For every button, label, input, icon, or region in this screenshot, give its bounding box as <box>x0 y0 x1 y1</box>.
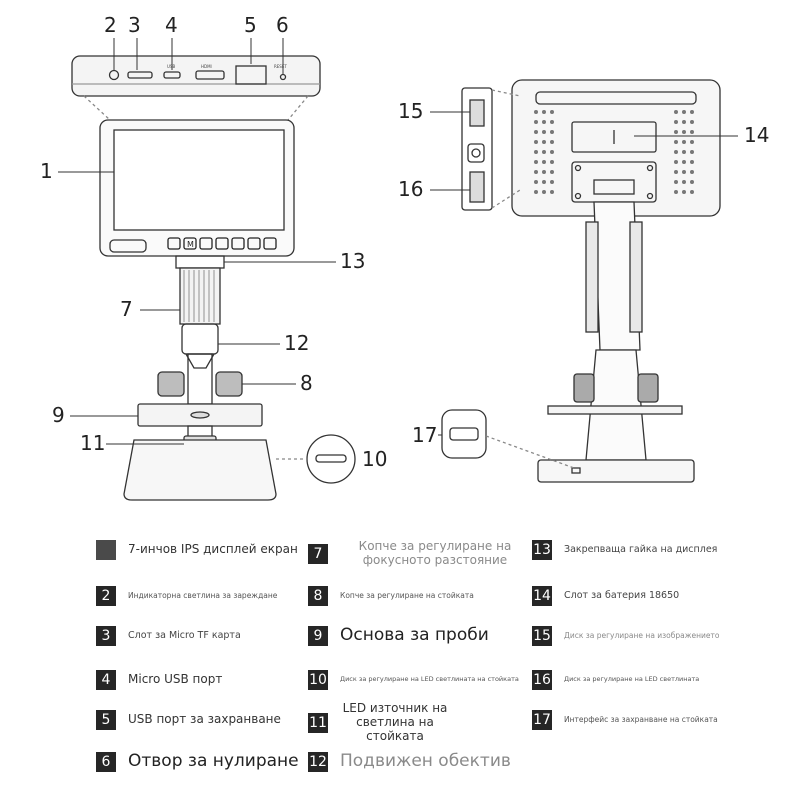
legend-text: LED източник на светлина на стойката <box>342 701 448 743</box>
callout-16: 16 <box>398 177 423 201</box>
callout-17: 17 <box>412 423 437 447</box>
legend-item-16: 16 Диск за регулиране на LED светлината <box>532 670 794 690</box>
legend-badge: 3 <box>96 626 116 646</box>
legend-badge <box>96 540 116 560</box>
legend-item-12: 12 Подвижен обектив <box>308 752 530 772</box>
legend-item-13: 13 Закрепваща гайка на дисплея <box>532 540 794 560</box>
display-screen <box>113 129 285 231</box>
legend-badge: 11 <box>308 712 328 733</box>
callout-8: 8 <box>300 371 313 395</box>
focus-knob <box>179 267 221 325</box>
legend-text: Копче за регулиране на стойката <box>340 590 474 600</box>
front-base <box>123 439 277 501</box>
power-interface-zoom <box>441 409 487 459</box>
legend-text: Слот за батерия 18650 <box>564 589 680 601</box>
legend-badge: 13 <box>532 540 552 560</box>
callout-12: 12 <box>284 331 309 355</box>
legend-item-15: 15 Диск за регулиране на изображението <box>532 626 794 646</box>
callout-6: 6 <box>276 13 289 37</box>
mount-nut <box>175 255 225 269</box>
menu-key-label: M <box>187 240 194 249</box>
legend-item-7: 7 Копче за регулиране на фокусното разст… <box>308 539 530 568</box>
legend-item-3: 3 Слот за Micro TF карта <box>96 626 306 646</box>
legend-item-1: 7-инчов IPS дисплей екран <box>96 540 306 560</box>
legend-item-2: 2 Индикаторна светлина за зареждане <box>96 586 306 606</box>
legend-text: Отвор за нулиране <box>128 751 299 772</box>
stand-knob-left <box>157 371 185 397</box>
legend-badge: 8 <box>308 586 328 606</box>
legend-item-5: 5 USB порт за захранване <box>96 710 306 730</box>
legend-item-17: 17 Интерфейс за захранване на стойката <box>532 710 794 730</box>
callout-2: 2 <box>104 13 117 37</box>
stand-knob-right <box>215 371 243 397</box>
legend-text: Диск за регулиране на LED светлината <box>564 675 700 684</box>
legend-item-14: 14 Слот за батерия 18650 <box>532 586 794 606</box>
usb-port-label: USB <box>167 64 175 69</box>
legend-item-8: 8 Копче за регулиране на стойката <box>308 586 530 606</box>
callout-5: 5 <box>244 13 257 37</box>
rear-base <box>537 459 695 483</box>
legend-item-6: 6 Отвор за нулиране <box>96 752 306 772</box>
reset-label: RESET <box>274 64 287 69</box>
callout-11: 11 <box>80 431 105 455</box>
callout-14: 14 <box>744 123 769 147</box>
legend: 7-инчов IPS дисплей екран 2 Индикаторна … <box>0 536 800 796</box>
callout-1: 1 <box>40 159 53 183</box>
legend-badge: 4 <box>96 670 116 690</box>
reset-hole <box>279 73 287 81</box>
legend-text: Диск за регулиране на LED светлината на … <box>340 675 519 684</box>
callout-9: 9 <box>52 403 65 427</box>
callout-3: 3 <box>128 13 141 37</box>
legend-badge: 17 <box>532 710 552 730</box>
legend-text: Основа за проби <box>340 625 489 646</box>
legend-badge: 7 <box>308 543 328 564</box>
legend-text: Закрепваща гайка на дисплея <box>564 543 718 555</box>
legend-item-9: 9 Основа за проби <box>308 626 530 646</box>
control-buttons <box>167 237 277 250</box>
charge-led <box>108 69 120 81</box>
legend-badge: 2 <box>96 586 116 606</box>
usb-power-port <box>235 65 267 85</box>
legend-badge: 12 <box>308 752 328 772</box>
legend-text: Индикаторна светлина за зареждане <box>128 590 278 600</box>
movable-lens <box>181 323 219 355</box>
legend-text: Подвижен обектив <box>340 751 511 772</box>
legend-badge: 5 <box>96 710 116 730</box>
legend-item-10: 10 Диск за регулиране на LED светлината … <box>308 670 530 690</box>
legend-item-4: 4 Micro USB порт <box>96 670 306 690</box>
legend-badge: 6 <box>96 752 116 772</box>
microscope-diagram: USB HDMI RESET M 1 2 3 4 5 6 7 8 9 10 11… <box>40 13 769 501</box>
legend-badge: 14 <box>532 586 552 606</box>
battery-slot <box>571 121 657 153</box>
tf-slot <box>127 71 153 79</box>
legend-item-11: 11 LED източник на светлина на стойката <box>308 701 530 743</box>
legend-badge: 16 <box>532 670 552 690</box>
callout-13: 13 <box>340 249 365 273</box>
legend-text: Диск за регулиране на изображението <box>564 630 720 640</box>
legend-text: Интерфейс за захранване на стойката <box>564 714 718 724</box>
vent-holes <box>534 110 694 194</box>
legend-text: Micro USB порт <box>128 672 223 687</box>
rear-panel <box>511 79 721 217</box>
legend-badge: 9 <box>308 626 328 646</box>
hdmi-port-label: HDMI <box>201 64 212 69</box>
legend-text: USB порт за захранване <box>128 712 281 727</box>
callout-15: 15 <box>398 99 423 123</box>
callout-10: 10 <box>362 447 387 471</box>
legend-text: Слот за Micro TF карта <box>128 629 241 641</box>
legend-text: Копче за регулиране на фокусното разстоя… <box>358 539 512 567</box>
micro-usb-port <box>163 71 181 79</box>
legend-text: 7-инчов IPS дисплей екран <box>128 542 298 557</box>
led-dial-zoom <box>306 434 356 484</box>
callout-7: 7 <box>120 297 133 321</box>
hdmi-port <box>195 70 225 80</box>
legend-badge: 15 <box>532 626 552 646</box>
legend-badge: 10 <box>308 670 328 690</box>
callout-4: 4 <box>165 13 178 37</box>
